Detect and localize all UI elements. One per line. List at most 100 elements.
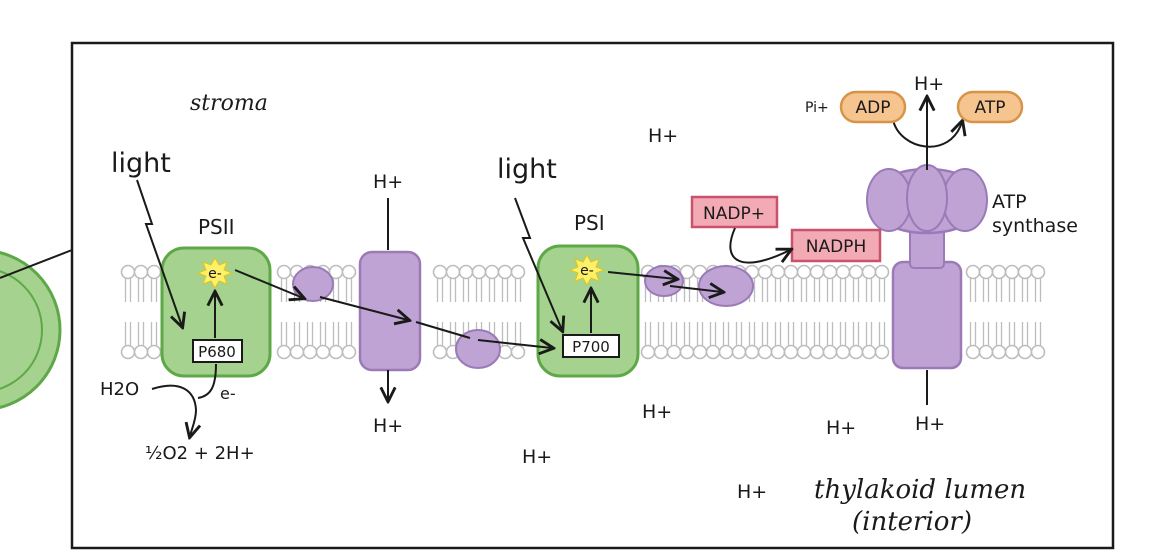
lipid-head <box>978 264 994 280</box>
lipid-head <box>497 264 513 280</box>
lipid-head <box>1017 264 1033 280</box>
proton-label: H+ <box>642 401 672 423</box>
lipid-head <box>809 344 825 360</box>
lipid-head <box>276 344 292 360</box>
proton-label: H+ <box>522 446 552 468</box>
nadph-label: NADPH <box>806 237 866 257</box>
atp-synthase <box>866 164 988 370</box>
lipid-head <box>744 344 760 360</box>
lipid-head <box>1004 344 1020 360</box>
electron-arrow-6 <box>669 286 722 292</box>
excited-electron-psi: e- <box>568 253 606 287</box>
cytochrome-complex <box>358 250 422 372</box>
lipid-head <box>146 264 162 280</box>
lipid-head <box>692 344 708 360</box>
psii-label: PSII <box>198 215 235 239</box>
nadp-label: NADP+ <box>703 204 765 224</box>
lipid-head <box>874 264 890 280</box>
excited-electron-psii: e- <box>196 256 234 290</box>
lipid-head <box>861 344 877 360</box>
lipid-head <box>705 344 721 360</box>
lipid-head <box>770 264 786 280</box>
lipid-head <box>276 264 292 280</box>
plastocyanin <box>455 329 501 369</box>
nadp-reductase <box>698 265 754 307</box>
lipid-head <box>289 344 305 360</box>
lipid-head <box>1030 344 1046 360</box>
lipid-head <box>874 344 890 360</box>
lipid-head <box>328 344 344 360</box>
lipid-head <box>1017 344 1033 360</box>
atp-label: ATP <box>975 98 1006 118</box>
lipid-head <box>978 344 994 360</box>
proton-label: H+ <box>737 481 767 503</box>
proton-label: H+ <box>373 415 403 437</box>
proton-label: H+ <box>914 73 944 95</box>
nadp-reduction-arrow <box>729 227 790 264</box>
electron-arrow-2 <box>319 296 408 320</box>
atp-tag: ATP <box>956 90 1024 124</box>
zoom-line <box>0 249 73 279</box>
stroma-label: stroma <box>190 91 268 116</box>
lipid-head <box>757 344 773 360</box>
psi-label: PSI <box>574 211 605 235</box>
lipid-head <box>809 264 825 280</box>
lipid-head <box>341 264 357 280</box>
electron-arrow-3 <box>415 321 471 339</box>
lipid-head <box>796 264 812 280</box>
proton-label: H+ <box>915 413 945 435</box>
lipid-head <box>1030 264 1046 280</box>
lipid-head <box>146 344 162 360</box>
lipid-head <box>445 264 461 280</box>
lipid-head <box>432 264 448 280</box>
electron-label-water: e- <box>220 384 236 403</box>
lipid-head <box>484 264 500 280</box>
electron-arrow-5 <box>607 272 676 279</box>
electron-arrow-4 <box>477 340 552 348</box>
water-split-arrow <box>151 384 196 436</box>
lipid-head <box>341 344 357 360</box>
electron-arrow-1 <box>234 269 303 298</box>
nadph-tag: NADPH <box>790 228 882 263</box>
lipid-head <box>822 264 838 280</box>
p700-label: P700 <box>572 338 610 356</box>
water-label: H2O <box>100 379 139 400</box>
electron-to-p680 <box>197 363 217 399</box>
lipid-head <box>666 344 682 360</box>
ferredoxin <box>644 265 684 297</box>
atp-synthase-label-line-2: synthase <box>992 215 1078 237</box>
lipid-head <box>432 344 448 360</box>
lipid-head <box>822 344 838 360</box>
lipid-head <box>471 264 487 280</box>
lipid-head <box>120 264 136 280</box>
proton-label: H+ <box>373 171 403 193</box>
electron-label-psi: e- <box>580 263 594 279</box>
lipid-head <box>120 344 136 360</box>
lipid-head <box>1004 264 1020 280</box>
adp-tag: ADP <box>839 90 907 124</box>
lipid-head <box>770 344 786 360</box>
p680-box <box>192 339 243 363</box>
lumen-label-line-1: thylakoid lumen <box>814 475 1026 505</box>
lipid-head <box>679 344 695 360</box>
lipid-head <box>848 344 864 360</box>
lipid-head <box>315 344 331 360</box>
lipid-head <box>861 264 877 280</box>
nadp-plus-tag: NADP+ <box>690 195 779 229</box>
lipid-head <box>731 344 747 360</box>
lipid-head <box>848 264 864 280</box>
lipid-head <box>835 344 851 360</box>
thylakoid-zoom-source <box>0 249 73 409</box>
lipid-head <box>835 264 851 280</box>
water-products-label: ½O2 + 2H+ <box>145 443 255 464</box>
lipid-head <box>783 264 799 280</box>
lipid-head <box>991 264 1007 280</box>
light-label-psi: light <box>497 154 557 185</box>
p680-label: P680 <box>198 343 236 361</box>
adp-label: ADP <box>856 98 891 118</box>
lipid-head <box>510 264 526 280</box>
adp-to-atp-arrow <box>892 120 962 148</box>
light-arrow-psi <box>514 197 562 330</box>
lipid-head <box>991 344 1007 360</box>
